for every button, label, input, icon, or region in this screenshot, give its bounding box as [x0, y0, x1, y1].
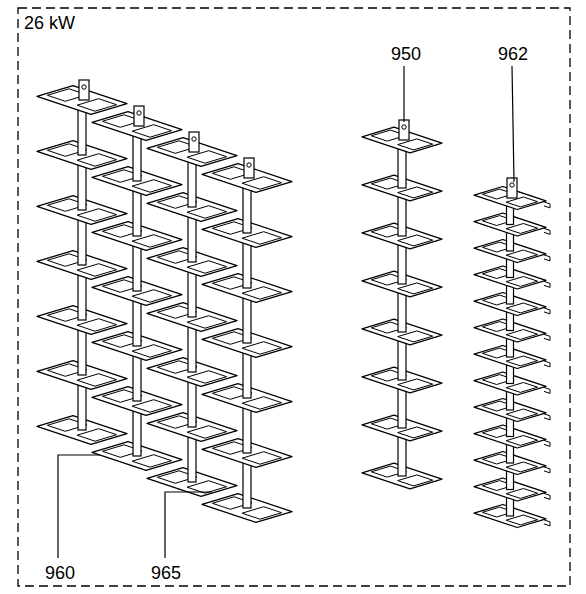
plate-notch	[544, 228, 550, 234]
plate-notch	[544, 520, 550, 526]
plate-notch	[544, 387, 550, 393]
plate-notch	[544, 202, 550, 208]
plate-notch	[544, 308, 550, 314]
terminal-tab	[134, 106, 144, 126]
plate-notch	[544, 255, 550, 261]
terminal-tab	[399, 120, 409, 140]
plate-notch	[544, 467, 550, 473]
plate-notch	[544, 414, 550, 420]
callout-number: 960	[44, 564, 76, 582]
terminal-hole	[402, 125, 406, 129]
leader-line	[403, 66, 404, 122]
terminal-tab	[79, 80, 89, 100]
plate-notch	[544, 334, 550, 340]
terminal-hole	[82, 85, 86, 89]
terminal-tab	[189, 132, 199, 152]
plate-notch	[544, 361, 550, 367]
terminal-hole	[137, 111, 141, 115]
terminal-hole	[247, 163, 251, 167]
terminal-tab	[244, 158, 254, 178]
callout-number: 965	[150, 564, 182, 582]
power-label: 26 kW	[23, 14, 76, 32]
leader-lines	[58, 66, 514, 558]
callout-number: 950	[390, 45, 422, 63]
plate-notch	[544, 493, 550, 499]
terminal-hole	[192, 137, 196, 141]
plate-notch	[544, 440, 550, 446]
leader-line	[512, 66, 514, 182]
callout-number: 962	[497, 45, 529, 63]
terminal-tab	[507, 178, 517, 198]
element-plates	[37, 80, 550, 528]
terminal-hole	[510, 183, 514, 187]
leader-line	[165, 492, 212, 558]
dashed-frame	[18, 8, 570, 586]
plate-notch	[544, 281, 550, 287]
leader-line	[58, 455, 100, 558]
